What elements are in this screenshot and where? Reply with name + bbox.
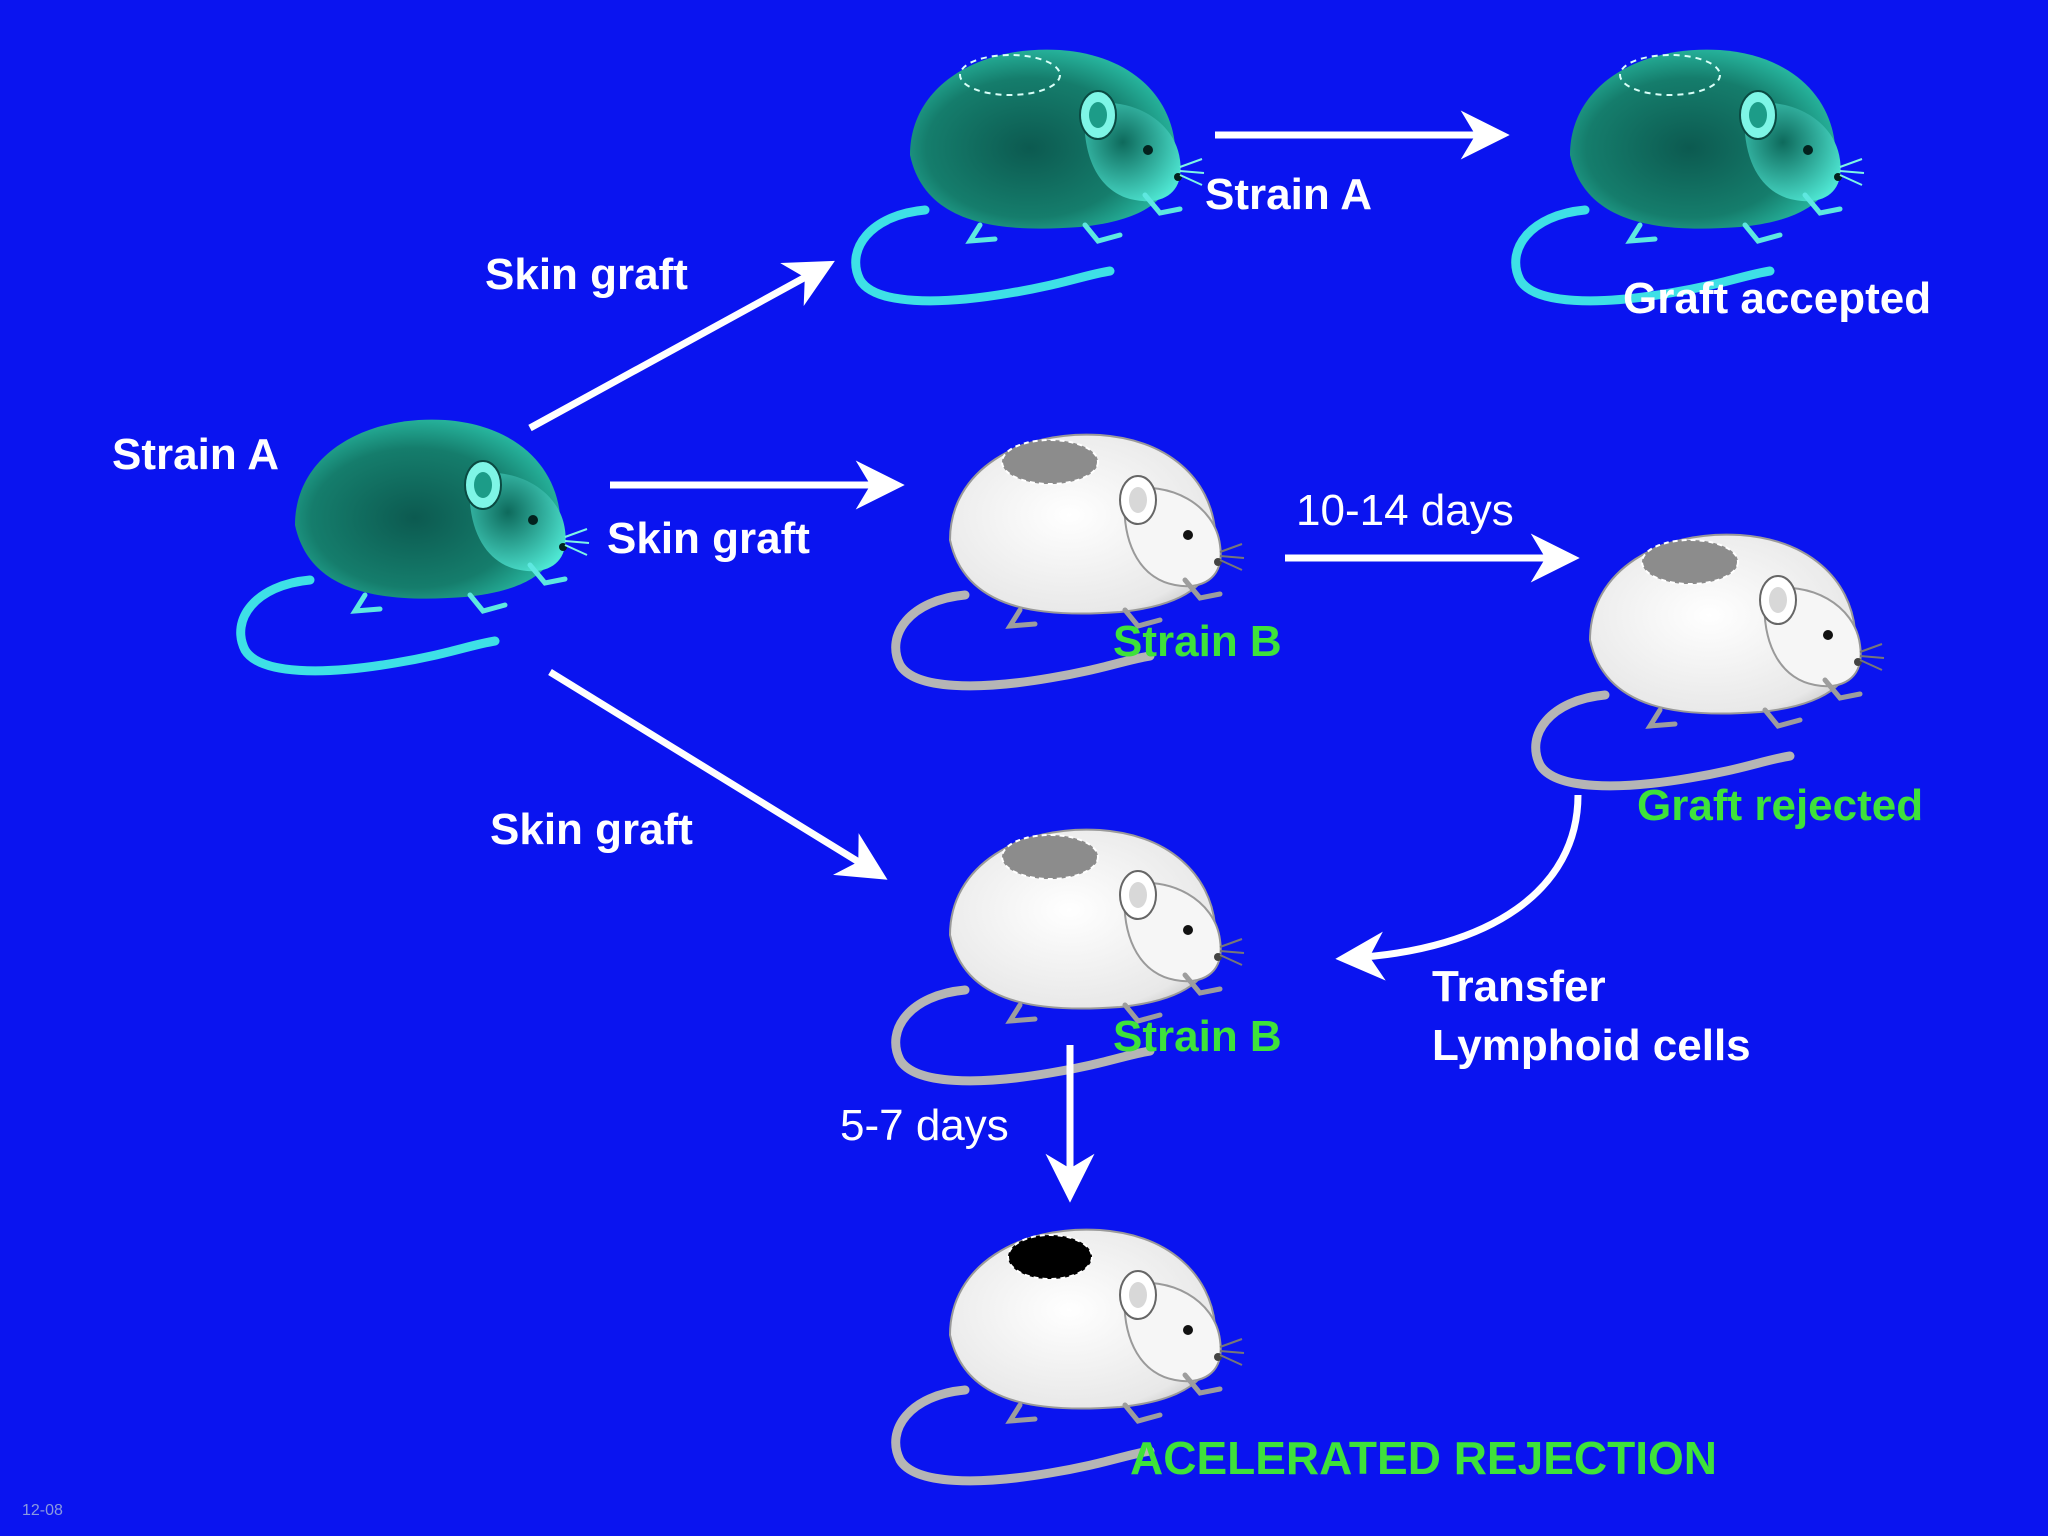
graft-patch — [1641, 539, 1739, 585]
arrow-donor-to-second-strain-b — [548, 669, 888, 880]
label-graft-rejected: Graft rejected — [1637, 781, 1924, 830]
label-skin-graft-middle: Skin graft — [607, 514, 810, 563]
graft-patch — [1001, 439, 1099, 485]
label-5-7-days: 5-7 days — [840, 1101, 1009, 1150]
donor-mouse-strain-a — [241, 420, 589, 671]
label-strain-b-bottom: Strain B — [1113, 1012, 1282, 1061]
arrow-donor-to-strain-a — [528, 260, 835, 432]
label-graft-accepted: Graft accepted — [1623, 274, 1932, 323]
arrow-transfer-lymphoid-cells — [1335, 794, 1582, 981]
label-lymphoid-cells: Lymphoid cells — [1432, 1021, 1751, 1070]
necrotic-graft — [1007, 1234, 1093, 1280]
accelerated-rejection-mouse — [896, 1230, 1244, 1481]
recipient-mouse-strain-b — [896, 435, 1244, 686]
label-strain-a-donor: Strain A — [112, 430, 280, 479]
accepted-mouse-strain-a — [1516, 50, 1864, 301]
slide-number: 12-08 — [22, 1502, 63, 1519]
recipient-mouse-strain-a — [856, 50, 1204, 301]
label-10-14-days: 10-14 days — [1296, 486, 1514, 535]
rejected-mouse-strain-b — [1536, 535, 1884, 786]
label-skin-graft-top: Skin graft — [485, 250, 688, 299]
graft-outline — [1619, 54, 1721, 96]
label-strain-b-middle: Strain B — [1113, 617, 1282, 666]
label-skin-graft-bottom: Skin graft — [490, 805, 693, 854]
second-recipient-mouse-strain-b — [896, 830, 1244, 1081]
graft-outline — [959, 54, 1061, 96]
label-transfer: Transfer — [1432, 962, 1606, 1011]
label-strain-a-top: Strain A — [1205, 170, 1373, 219]
label-accelerated-rejection: ACELERATED REJECTION — [1130, 1432, 1717, 1484]
graft-patch — [1001, 834, 1099, 880]
